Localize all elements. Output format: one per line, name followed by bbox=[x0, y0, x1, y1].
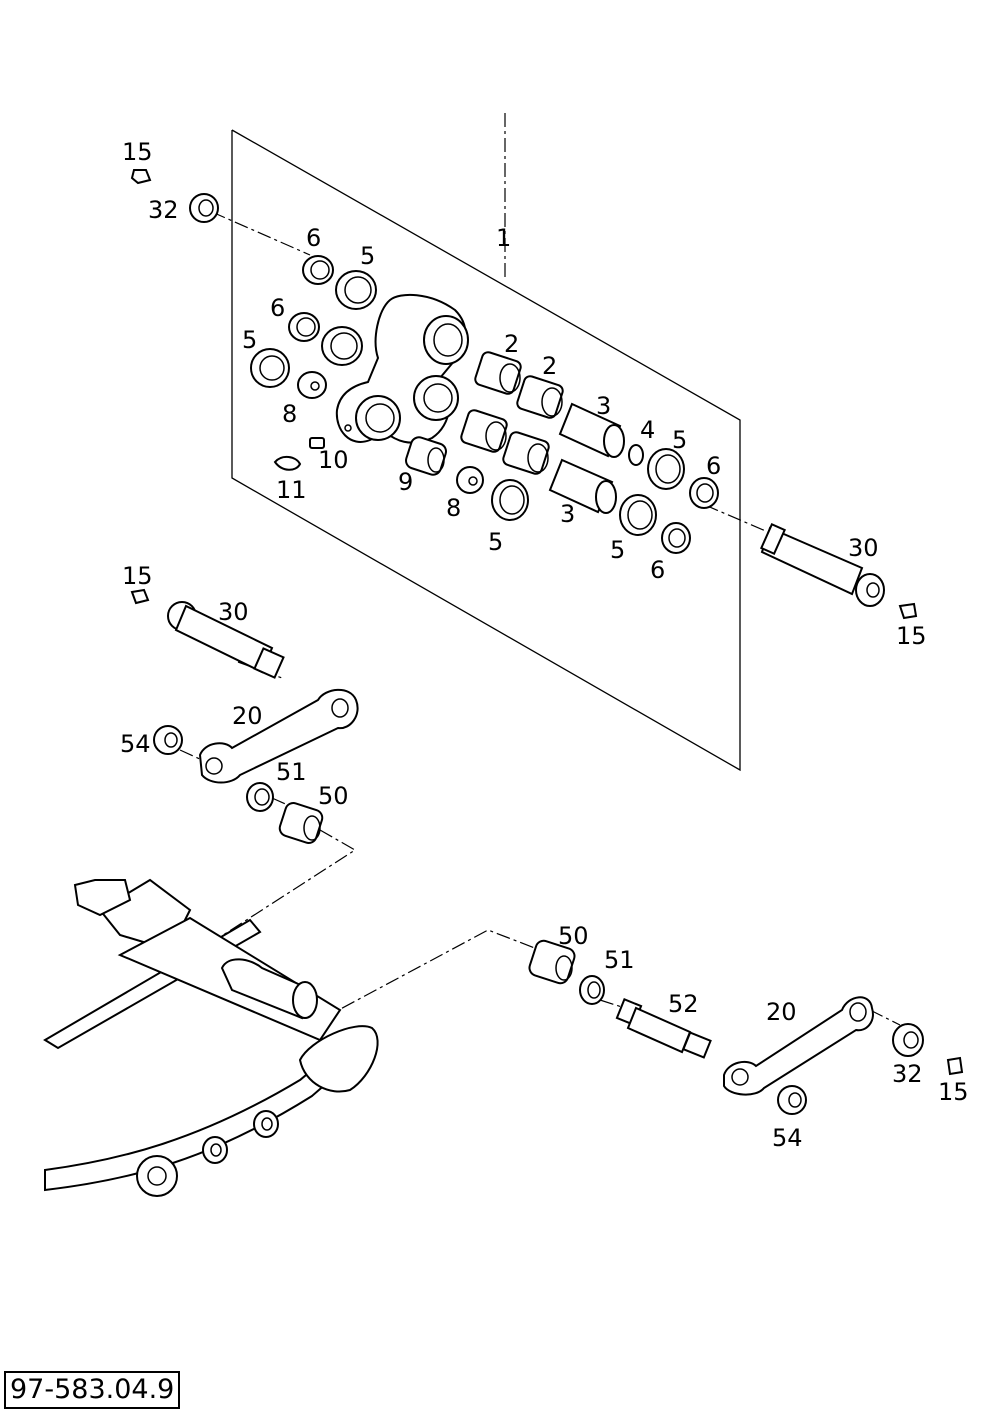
bushing-9 bbox=[405, 436, 447, 476]
callout-51: 51 bbox=[276, 758, 307, 786]
plug-cap-15c bbox=[130, 588, 150, 605]
assembly-frame bbox=[231, 129, 741, 772]
reference-number: 97-583.04.9 bbox=[4, 1371, 181, 1409]
bushing-50-right bbox=[528, 939, 576, 985]
ring-4 bbox=[628, 444, 644, 466]
callout-6: 6 bbox=[706, 452, 721, 480]
callout-6: 6 bbox=[306, 224, 321, 252]
callout-50: 50 bbox=[318, 782, 349, 810]
callout-54: 54 bbox=[120, 730, 151, 758]
callout-5: 5 bbox=[242, 326, 257, 354]
callout-52: 52 bbox=[668, 990, 699, 1018]
callout-30: 30 bbox=[218, 598, 249, 626]
seal-5b bbox=[321, 326, 363, 366]
callout-6: 6 bbox=[650, 556, 665, 584]
seal-6c bbox=[689, 477, 719, 509]
needle-bearing-2c bbox=[460, 409, 508, 453]
callout-2: 2 bbox=[504, 330, 519, 358]
callout-15: 15 bbox=[938, 1078, 969, 1106]
seal-5e bbox=[619, 494, 657, 536]
callout-9: 9 bbox=[398, 468, 413, 496]
callout-5: 5 bbox=[488, 528, 503, 556]
callout-5: 5 bbox=[360, 242, 375, 270]
bolt-52 bbox=[615, 998, 712, 1059]
seal-6d bbox=[661, 522, 691, 554]
needle-bearing-2a bbox=[474, 351, 522, 395]
swingarm-frame bbox=[43, 878, 379, 1197]
spacer-8b bbox=[456, 466, 484, 494]
needle-bearing-2d bbox=[502, 431, 550, 475]
callout-32: 32 bbox=[148, 196, 179, 224]
bolt-30-left bbox=[167, 601, 285, 679]
callout-8: 8 bbox=[282, 400, 297, 428]
callout-8: 8 bbox=[446, 494, 461, 522]
washer-51-left bbox=[246, 782, 274, 812]
seal-5a bbox=[335, 270, 377, 310]
callout-4: 4 bbox=[640, 416, 655, 444]
seal-5c bbox=[647, 448, 685, 490]
needle-bearing-2b bbox=[516, 375, 564, 419]
callout-1: 1 bbox=[496, 224, 511, 252]
cap-11 bbox=[273, 456, 302, 471]
nut-32 bbox=[189, 193, 219, 223]
callout-labels: 15 32 1 6 5 6 5 2 2 8 3 4 5 6 10 11 9 8 … bbox=[120, 138, 969, 1152]
nut-54-right bbox=[777, 1085, 807, 1115]
callout-32: 32 bbox=[892, 1060, 923, 1088]
callout-6: 6 bbox=[270, 294, 285, 322]
callout-11: 11 bbox=[276, 476, 307, 504]
grease-nipple-10 bbox=[309, 437, 325, 449]
plug-cap-15b bbox=[898, 602, 918, 620]
callout-5: 5 bbox=[610, 536, 625, 564]
leader-lines bbox=[179, 113, 901, 1026]
callout-3: 3 bbox=[560, 500, 575, 528]
nut-32-right bbox=[892, 1023, 924, 1057]
callout-5: 5 bbox=[672, 426, 687, 454]
callout-54: 54 bbox=[772, 1124, 803, 1152]
link-rod-20-left bbox=[198, 688, 359, 784]
sleeve-3b bbox=[548, 458, 617, 514]
callout-15: 15 bbox=[122, 138, 153, 166]
nut-54-left bbox=[153, 725, 183, 755]
bushing-50-left bbox=[278, 802, 324, 844]
sleeve-3a bbox=[558, 402, 625, 458]
callout-51: 51 bbox=[604, 946, 635, 974]
callout-20: 20 bbox=[232, 702, 263, 730]
callout-30: 30 bbox=[848, 534, 879, 562]
seal-5d bbox=[491, 479, 529, 521]
callout-50: 50 bbox=[558, 922, 589, 950]
callout-10: 10 bbox=[318, 446, 349, 474]
plug-cap-15d bbox=[946, 1056, 964, 1076]
plug-cap-15 bbox=[130, 169, 152, 185]
callout-3: 3 bbox=[596, 392, 611, 420]
seal-5-left bbox=[250, 348, 290, 388]
callout-2: 2 bbox=[542, 352, 557, 380]
spacer-8a bbox=[297, 371, 327, 399]
seal-6b bbox=[288, 312, 320, 342]
washer-51-right bbox=[579, 975, 605, 1005]
callout-15: 15 bbox=[896, 622, 927, 650]
seal-6a bbox=[302, 255, 334, 285]
pro-lever-body bbox=[335, 293, 469, 444]
callout-20: 20 bbox=[766, 998, 797, 1026]
link-rod-20-right bbox=[723, 996, 874, 1096]
callout-15: 15 bbox=[122, 562, 153, 590]
bolt-30-right bbox=[759, 522, 885, 607]
